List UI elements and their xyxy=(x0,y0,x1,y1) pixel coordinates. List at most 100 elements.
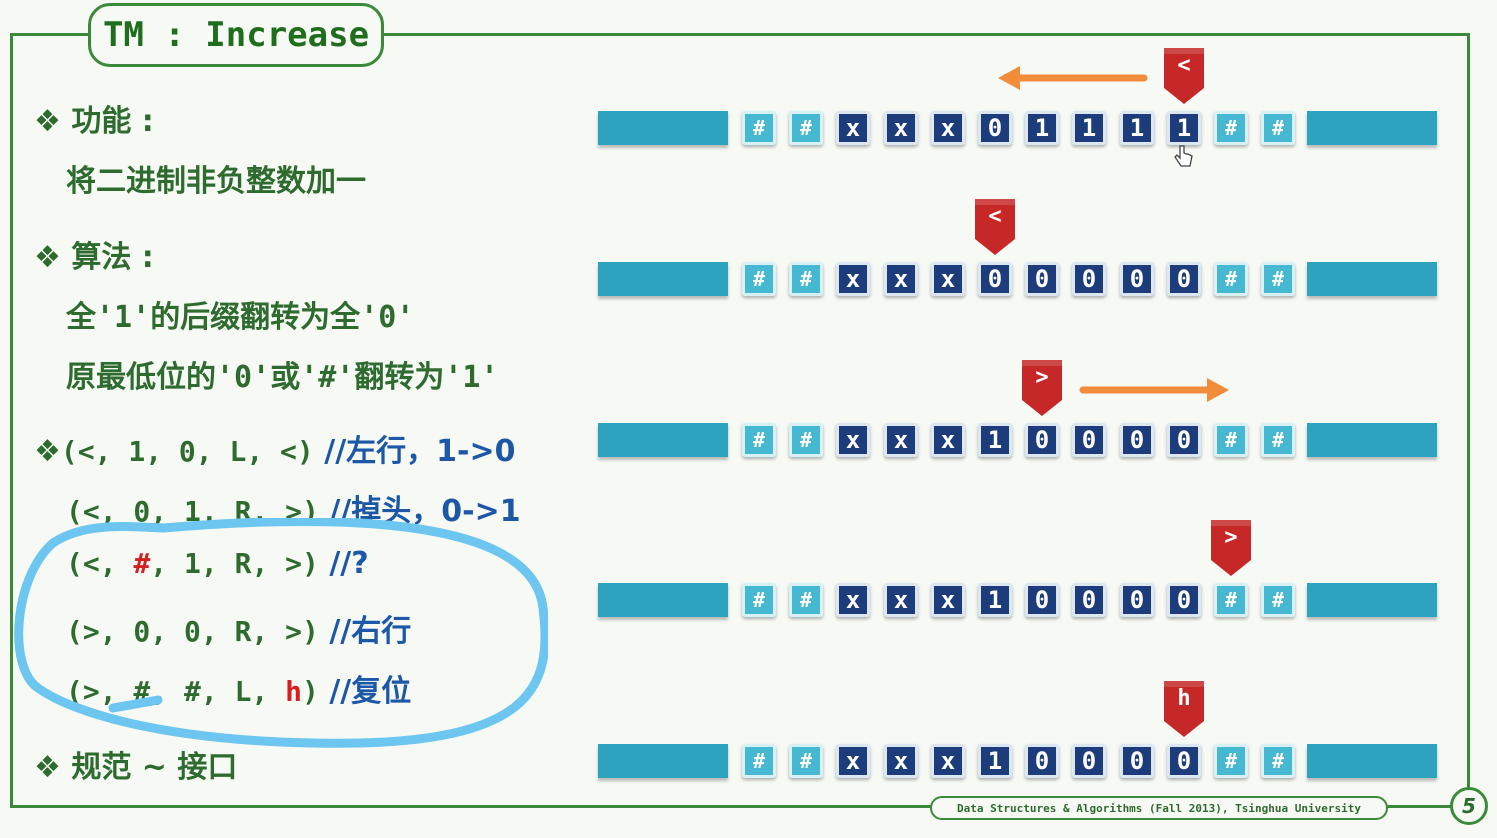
algo-symbol: '#' xyxy=(300,360,355,395)
tape-head-marker: < xyxy=(975,199,1015,255)
algo-symbol: '0' xyxy=(216,360,271,395)
tape-left-end xyxy=(598,583,728,617)
tape-cell: 0 xyxy=(1072,583,1106,617)
tape-left-end xyxy=(598,262,728,296)
head-state-label: h xyxy=(1177,686,1191,711)
head-state-label: < xyxy=(1177,53,1191,78)
tape-cell: # xyxy=(742,111,776,145)
tape-head-marker: < xyxy=(1164,48,1204,104)
tape-cell: 0 xyxy=(1025,423,1059,457)
tape-cell: 1 xyxy=(978,423,1012,457)
tape-cell: x xyxy=(836,583,870,617)
bullet-icon: ❖ xyxy=(34,434,61,469)
algorithm-line-1: 全'1'的后缀翻转为全'0' xyxy=(66,292,414,336)
rule-3: (<, #, 1, R, >) //? xyxy=(66,546,369,581)
tape-cell: 0 xyxy=(1167,744,1201,778)
function-heading-text: 功能 : xyxy=(71,104,154,139)
tape-cell: # xyxy=(1214,583,1248,617)
tape-cell: 0 xyxy=(1072,744,1106,778)
tape-cell: # xyxy=(789,111,823,145)
algo-text: 翻转为 xyxy=(354,360,445,395)
tape-head-marker: > xyxy=(1022,360,1062,416)
highlight-circle xyxy=(14,518,548,748)
rule-4: (>, 0, 0, R, >) //右行 xyxy=(66,606,411,650)
tape-cell: 1 xyxy=(978,583,1012,617)
function-description: 将二进制非负整数加一 xyxy=(66,164,366,199)
slide-title: TM : Increase xyxy=(88,3,384,67)
tape-cell: 0 xyxy=(1167,423,1201,457)
rule-comment: //复位 xyxy=(329,674,412,709)
tape-left-end xyxy=(598,111,728,145)
bullet-icon: ❖ xyxy=(34,240,72,275)
tape-cell: 0 xyxy=(1072,262,1106,296)
tape-cell: 0 xyxy=(1025,744,1059,778)
tape-cell: # xyxy=(789,262,823,296)
tape-cell: 0 xyxy=(1167,583,1201,617)
tape-cell: 0 xyxy=(1120,262,1154,296)
tape-cell: # xyxy=(1261,262,1295,296)
tape-cell: x xyxy=(884,111,918,145)
rule-5: (>, #, #, L, h) //复位 xyxy=(66,666,411,710)
tape-head-marker: > xyxy=(1211,520,1251,576)
algo-symbol: '1' xyxy=(444,360,499,395)
tape-cell: 1 xyxy=(1120,111,1154,145)
head-state-label: < xyxy=(988,204,1002,229)
head-state-label: > xyxy=(1035,365,1049,390)
tape-cell: x xyxy=(884,744,918,778)
tape-cell: # xyxy=(1261,583,1295,617)
tape-cell: 0 xyxy=(978,111,1012,145)
tape-cell: # xyxy=(1261,423,1295,457)
algo-text: 原最低位的 xyxy=(66,360,216,395)
head-state-label: > xyxy=(1224,525,1238,550)
tape-cell: 1 xyxy=(978,744,1012,778)
tape-cell: x xyxy=(931,744,965,778)
arrow-right-icon xyxy=(1078,375,1233,409)
tape-cell: x xyxy=(836,423,870,457)
tape-cell: # xyxy=(1261,744,1295,778)
tape-cell: x xyxy=(884,262,918,296)
tape-cell: x xyxy=(931,583,965,617)
algo-symbol: '1' xyxy=(96,300,151,335)
tape-cell: # xyxy=(742,583,776,617)
tape-cell: 0 xyxy=(1120,744,1154,778)
tape-left-end xyxy=(598,423,728,457)
rule-code: (<, xyxy=(66,547,134,580)
footer-credit: Data Structures & Algorithms (Fall 2013)… xyxy=(930,796,1388,820)
algorithm-heading-text: 算法 : xyxy=(71,240,154,275)
tape-cell: x xyxy=(931,111,965,145)
tape-cell: # xyxy=(789,583,823,617)
algo-text: 全 xyxy=(66,300,96,335)
spec-line: ❖ 规范 ~ 接口 xyxy=(34,742,237,786)
rule-code: (<, 1, 0, L, <) xyxy=(60,435,314,468)
tape-cell: x xyxy=(931,262,965,296)
rule-code-highlight: # xyxy=(133,547,151,580)
hand-cursor-icon xyxy=(1174,145,1193,167)
tape-cell: # xyxy=(742,423,776,457)
tape-cell: 0 xyxy=(1025,583,1059,617)
rule-code: ) xyxy=(302,675,319,708)
function-heading: ❖ 功能 : xyxy=(34,96,154,140)
algorithm-line-2: 原最低位的'0'或'#'翻转为'1' xyxy=(66,352,499,396)
tape-left-end xyxy=(598,744,728,778)
rule-comment: //左行，1->0 xyxy=(324,434,516,469)
tape-cell: 0 xyxy=(1072,423,1106,457)
tape-cell: x xyxy=(884,583,918,617)
tape-cell: # xyxy=(1214,262,1248,296)
rule-code: (>, 0, 0, R, >) xyxy=(66,615,319,648)
rule-comment: //? xyxy=(329,546,369,581)
bullet-icon: ❖ xyxy=(34,104,72,139)
tape-right-end xyxy=(1307,262,1437,296)
algo-text: 或 xyxy=(270,360,301,395)
tape-cell: 0 xyxy=(978,262,1012,296)
tape-cell: # xyxy=(789,744,823,778)
tape-cell: x xyxy=(836,111,870,145)
tape-cell: x xyxy=(884,423,918,457)
tape-cell: # xyxy=(1214,423,1248,457)
tape-cell: x xyxy=(836,262,870,296)
tape-cell: # xyxy=(742,262,776,296)
tape-cell: 1 xyxy=(1072,111,1106,145)
tape-cell: 0 xyxy=(1167,262,1201,296)
arrow-left-icon xyxy=(994,63,1149,97)
tape-right-end xyxy=(1307,583,1437,617)
tape-right-end xyxy=(1307,744,1437,778)
